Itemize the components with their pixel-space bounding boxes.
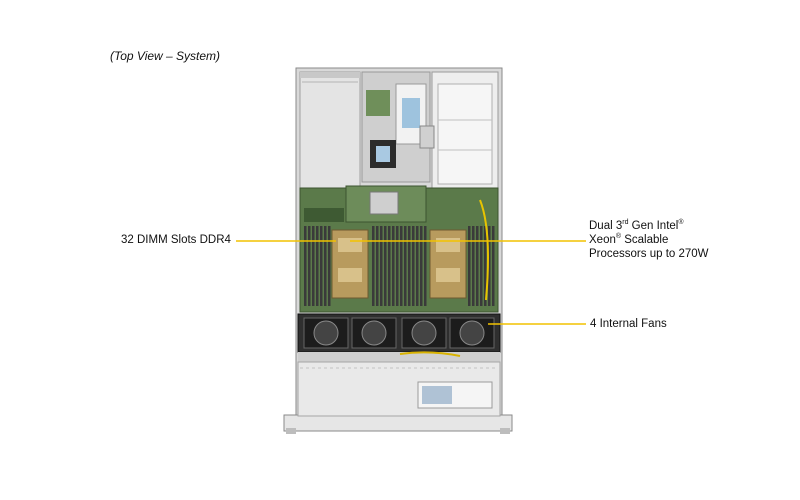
dimm-slot	[404, 226, 407, 306]
fan-2	[351, 317, 397, 349]
dimm-slot	[376, 226, 379, 306]
dimm-slot	[312, 226, 315, 306]
dimm-slot	[408, 226, 411, 306]
dimm-slots-middle	[372, 226, 427, 306]
dimm-slot	[380, 226, 383, 306]
cpu-callout-label: Dual 3rd Gen Intel® Xeon® Scalable Proce…	[589, 219, 709, 261]
dimm-slot	[396, 226, 399, 306]
dimm-slot	[328, 226, 331, 306]
fan-1	[303, 317, 349, 349]
dimm-slot	[480, 226, 483, 306]
dimm-slot	[400, 226, 403, 306]
power-supply-bay	[419, 71, 499, 193]
cpu-heatsink-2	[429, 229, 467, 299]
dimm-slot	[416, 226, 419, 306]
dimm-slot	[320, 226, 323, 306]
dimm-slot	[304, 226, 307, 306]
front-drive-bay	[297, 361, 501, 417]
figure-caption: (Top View – System)	[110, 49, 221, 63]
dimm-slot	[316, 226, 319, 306]
fan-tray	[297, 313, 501, 353]
dimm-slot	[388, 226, 391, 306]
dimm-slot	[488, 226, 491, 306]
dimm-slot	[468, 226, 471, 306]
dimm-slot	[476, 226, 479, 306]
fans-callout-label: 4 Internal Fans	[590, 318, 667, 330]
rear-empty-bay	[299, 71, 361, 191]
cpu-label-line-2: Xeon® Scalable	[589, 233, 669, 246]
cpu-label-line-1: Dual 3rd Gen Intel®	[589, 219, 684, 232]
dimm-slot	[424, 226, 427, 306]
dimm-slot	[392, 226, 395, 306]
dimm-slot	[472, 226, 475, 306]
dimm-slots-right	[468, 226, 495, 306]
dimm-slots-left	[304, 226, 331, 306]
callout-lines	[236, 240, 586, 325]
fan-4	[449, 317, 495, 349]
dimm-slot	[484, 226, 487, 306]
dimm-slot	[384, 226, 387, 306]
dimm-slot	[420, 226, 423, 306]
dimm-slot	[308, 226, 311, 306]
dimm-callout-label: 32 DIMM Slots DDR4	[121, 234, 231, 246]
dimm-slot	[372, 226, 375, 306]
cable-area	[298, 199, 500, 362]
dimm-slot	[492, 226, 495, 306]
cpu-label-line-3: Processors up to 270W	[589, 248, 709, 260]
dimm-slot	[324, 226, 327, 306]
dimm-slot	[412, 226, 415, 306]
cpu-heatsink-1	[331, 229, 369, 299]
fan-3	[401, 317, 447, 349]
